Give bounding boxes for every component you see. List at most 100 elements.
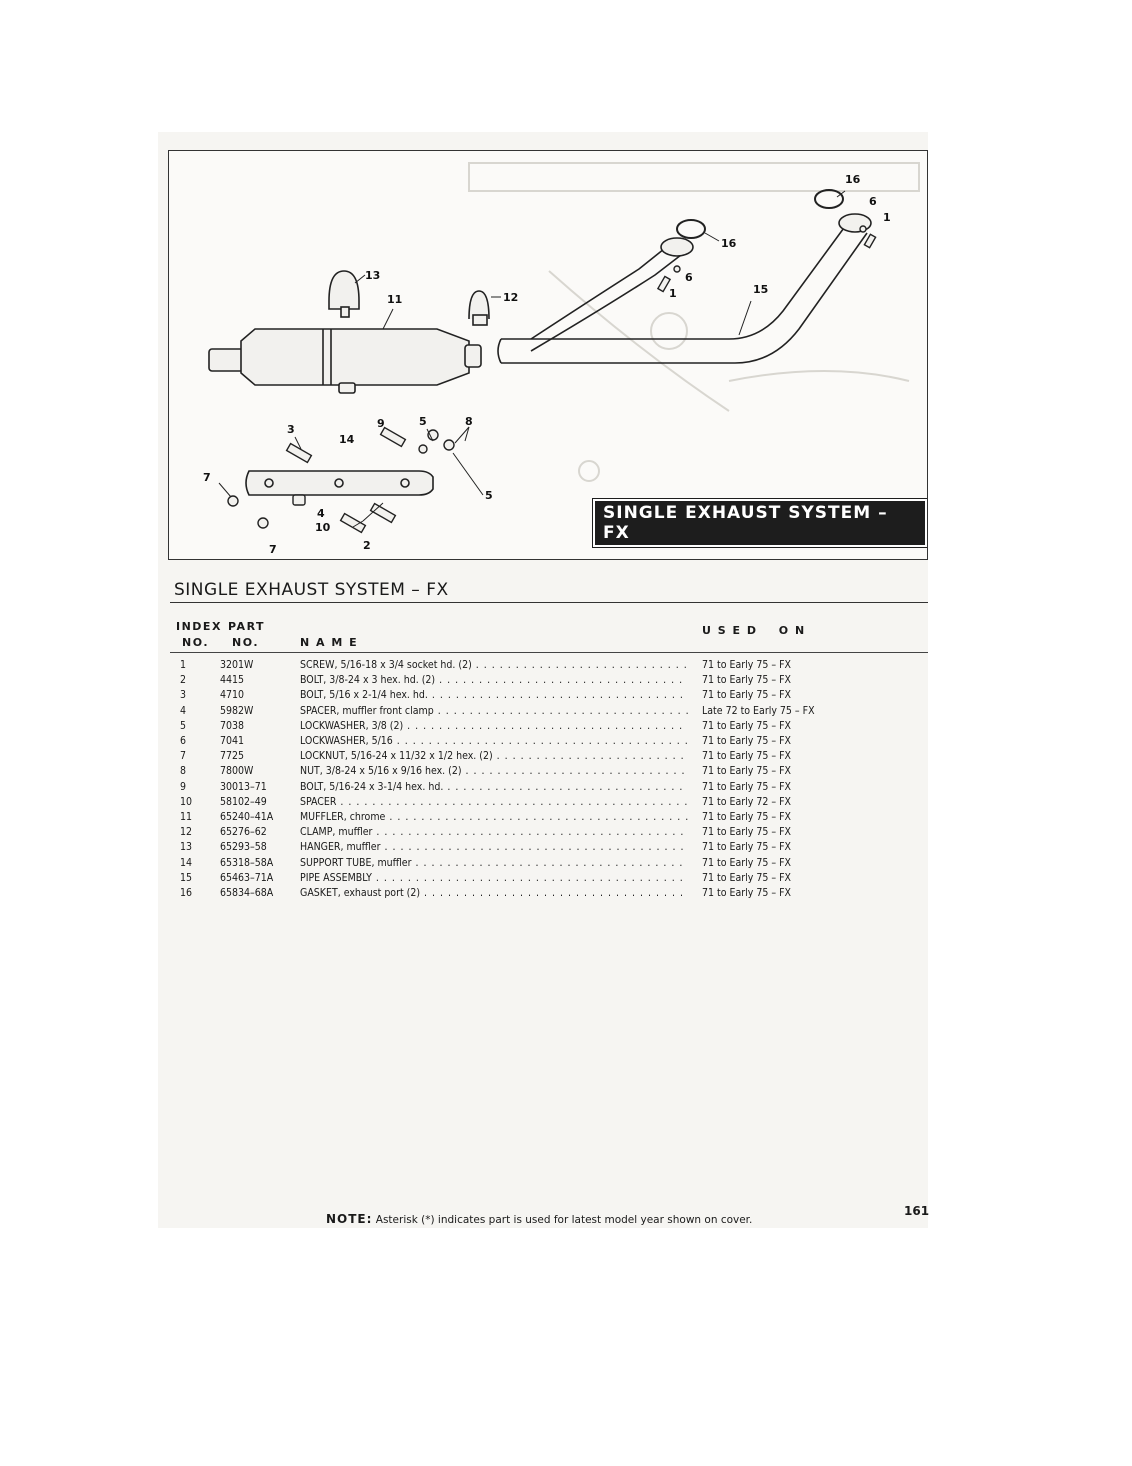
header-index: INDEX — [176, 620, 222, 633]
row-part-number: 7800W — [220, 765, 254, 778]
callout-1-top: 1 — [883, 211, 891, 224]
callout-14: 14 — [339, 433, 355, 446]
callout-9: 9 — [377, 417, 385, 430]
callout-6-top: 6 — [869, 195, 877, 208]
callout-6: 6 — [685, 271, 693, 284]
row-name: NUT, 3/8-24 x 5/16 x 9/16 hex. (2) — [300, 764, 688, 779]
callout-3: 3 — [287, 423, 295, 436]
row-name: BOLT, 3/8-24 x 3 hex. hd. (2) — [300, 673, 688, 688]
table-row: 8 7800W NUT, 3/8-24 x 5/16 x 9/16 hex. (2)… — [158, 764, 928, 779]
table-row: 12 65276–62 CLAMP, muffler 71 to Early 75 –… — [158, 825, 928, 840]
row-part-number: 4710 — [220, 689, 245, 702]
row-part-number: 5982W — [220, 704, 254, 717]
row-name: SPACER, muffler front clamp — [300, 704, 688, 719]
callout-15: 15 — [753, 283, 768, 296]
row-part-number: 65463–71A — [220, 871, 274, 884]
exhaust-illustration: 16 6 1 16 6 1 15 13 11 12 3 14 9 5 8 7 5… — [203, 162, 920, 556]
row-used-on: 71 to Early 75 – FX — [702, 735, 791, 747]
row-used-on: 71 to Early 75 – FX — [702, 674, 791, 687]
row-part-number: 65276–62 — [220, 826, 267, 839]
table-row: 7 7725 LOCKNUT, 5/16-24 x 11/32 x 1/2 hex.… — [158, 749, 928, 764]
row-index: 9 — [180, 780, 187, 793]
row-part-number: 4415 — [220, 674, 245, 687]
header-index-no: NO. — [182, 636, 209, 649]
callout-12: 12 — [503, 291, 518, 304]
row-used-on: 71 to Early 72 – FX — [702, 795, 791, 808]
row-used-on: 71 to Early 75 – FX — [702, 887, 791, 899]
catalog-page: 16 6 1 16 6 1 15 13 11 12 3 14 9 5 8 7 5… — [158, 132, 929, 1228]
row-index: 4 — [180, 704, 187, 717]
row-name: GASKET, exhaust port (2) — [300, 886, 688, 901]
row-used-on: 71 to Early 75 – FX — [702, 719, 791, 732]
row-name: LOCKNUT, 5/16-24 x 11/32 x 1/2 hex. (2) — [300, 749, 688, 764]
row-used-on: 71 to Early 75 – FX — [702, 765, 791, 778]
table-row: 2 4415 BOLT, 3/8-24 x 3 hex. hd. (2) 71 to … — [158, 673, 928, 688]
row-part-number: 65240–41A — [220, 811, 274, 823]
row-part-number: 65293–58 — [220, 841, 267, 854]
row-used-on: 71 to Early 75 – FX — [702, 811, 791, 823]
table-row: 1 3201W SCREW, 5/16-18 x 3/4 socket hd. (2… — [158, 658, 928, 673]
row-index: 8 — [180, 765, 187, 778]
row-name: BOLT, 5/16-24 x 3-1/4 hex. hd. — [300, 780, 688, 795]
callout-7-bottom: 7 — [269, 543, 277, 556]
exploded-diagram: 16 6 1 16 6 1 15 13 11 12 3 14 9 5 8 7 5… — [168, 150, 928, 560]
note-text: Asterisk (*) indicates part is used for … — [375, 1214, 753, 1226]
row-part-number: 65834–68A — [220, 887, 274, 899]
header-part-no: NO. — [232, 636, 259, 649]
row-part-number: 7041 — [220, 735, 245, 747]
row-used-on: 71 to Early 75 – FX — [702, 780, 791, 793]
row-index: 3 — [180, 689, 187, 702]
row-part-number: 3201W — [220, 659, 254, 671]
title-divider — [170, 602, 928, 603]
header-used-on: U S E D O N — [702, 624, 806, 637]
row-part-number: 7038 — [220, 719, 245, 732]
row-name: LOCKWASHER, 3/8 (2) — [300, 719, 688, 734]
row-name: BOLT, 5/16 x 2-1/4 hex. hd. — [300, 688, 688, 703]
row-used-on: 71 to Early 75 – FX — [702, 856, 791, 869]
support-tube-shape — [245, 470, 434, 496]
row-part-number: 7725 — [220, 750, 245, 763]
callout-8: 8 — [465, 415, 473, 428]
row-used-on: 71 to Early 75 – FX — [702, 689, 791, 702]
row-part-number: 58102–49 — [220, 795, 267, 808]
row-name: SUPPORT TUBE, muffler — [300, 856, 688, 871]
row-index: 11 — [180, 811, 193, 823]
callout-11: 11 — [387, 293, 402, 306]
row-index: 12 — [180, 826, 193, 839]
note-label: NOTE: — [326, 1212, 373, 1226]
row-name: CLAMP, muffler — [300, 825, 688, 840]
row-used-on: 71 to Early 75 – FX — [702, 750, 791, 763]
table-row: 11 65240–41A MUFFLER, chrome 71 to Early 75… — [158, 810, 928, 825]
table-row: 5 7038 LOCKWASHER, 3/8 (2) 71 to Early 75 –… — [158, 719, 928, 734]
row-index: 14 — [180, 856, 193, 869]
header-part: PART — [228, 620, 266, 633]
footer-note: NOTE: Asterisk (*) indicates part is use… — [326, 1212, 752, 1226]
callout-5-top: 5 — [419, 415, 427, 428]
header-divider — [170, 652, 928, 653]
row-name: PIPE ASSEMBLY — [300, 871, 688, 886]
row-name: HANGER, muffler — [300, 840, 688, 855]
row-index: 7 — [180, 750, 187, 763]
row-index: 1 — [180, 659, 187, 671]
muffler-shape — [208, 328, 482, 394]
row-name: SPACER — [300, 795, 688, 810]
row-used-on: 71 to Early 75 – FX — [702, 826, 791, 839]
callout-13: 13 — [365, 269, 380, 282]
row-name: SCREW, 5/16-18 x 3/4 socket hd. (2) — [300, 658, 688, 673]
row-index: 2 — [180, 674, 187, 687]
callout-4: 4 — [317, 507, 325, 520]
callout-2: 2 — [363, 539, 371, 552]
callout-16: 16 — [721, 237, 737, 250]
table-row: 3 4710 BOLT, 5/16 x 2-1/4 hex. hd. 71 to Ea… — [158, 688, 928, 703]
row-name: MUFFLER, chrome — [300, 810, 688, 825]
row-used-on: 71 to Early 75 – FX — [702, 841, 791, 854]
row-used-on: 71 to Early 75 – FX — [702, 871, 791, 884]
row-index: 5 — [180, 719, 187, 732]
